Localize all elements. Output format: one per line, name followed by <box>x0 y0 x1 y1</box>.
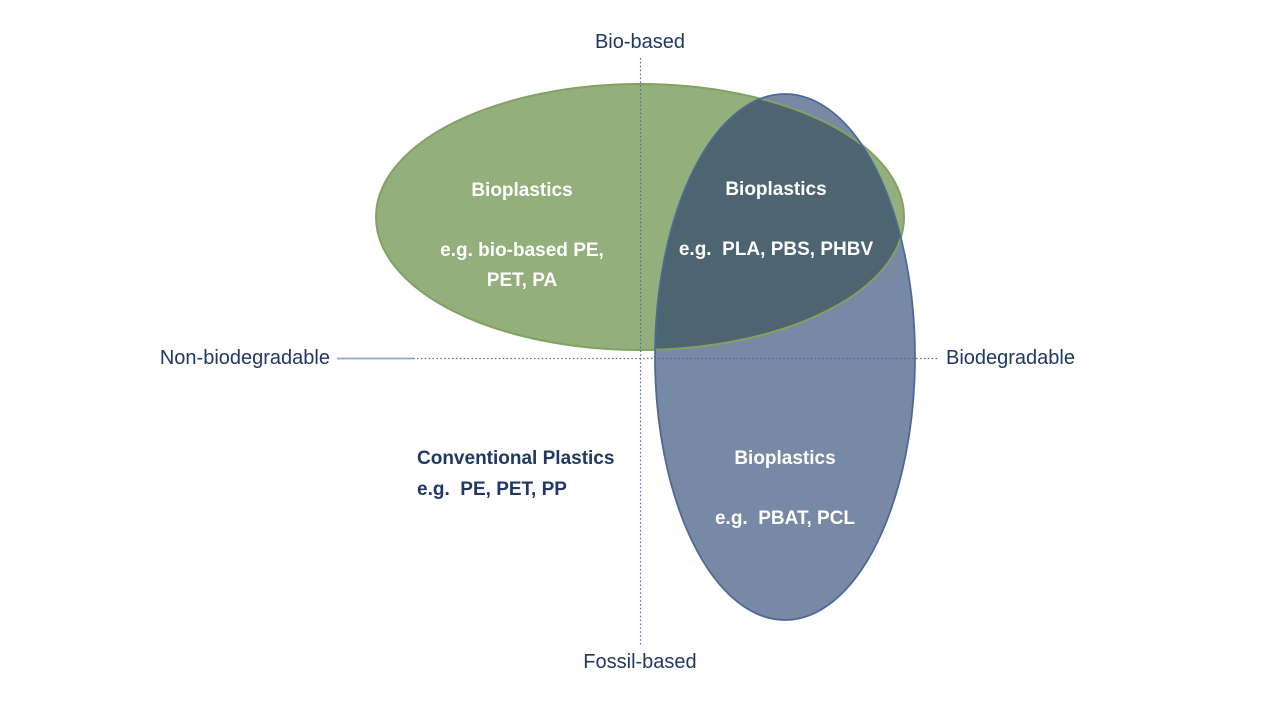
region-conventional-title: Conventional Plastics <box>417 448 615 469</box>
axis-label-biobased: Bio-based <box>594 31 686 53</box>
region-blue-title: Bioplastics <box>734 448 836 469</box>
axis-label-nonbiodegradable: Non-biodegradable <box>159 347 330 369</box>
green-ellipse-outline <box>375 83 905 351</box>
region-overlap-title: Bioplastics <box>725 179 827 200</box>
axis-label-biodegradable: Biodegradable <box>946 347 1075 369</box>
blue-ellipse-outline <box>654 93 916 621</box>
overlap-region <box>655 94 904 350</box>
region-green-title: Bioplastics <box>471 180 573 201</box>
overlap-fill <box>655 94 904 350</box>
region-overlap-textblock: Bioplastics e.g. PLA, PBS, PHBV <box>626 175 926 265</box>
region-blue-textblock: Bioplastics e.g. PBAT, PCL <box>635 444 935 534</box>
axis-label-fossilbased: Fossil-based <box>583 651 697 673</box>
region-conventional-examples: e.g. PE, PET, PP <box>417 479 567 500</box>
region-blue-examples: e.g. PBAT, PCL <box>714 508 856 529</box>
region-green-examples-line2: PET, PA <box>486 270 558 291</box>
region-conventional-textblock: Conventional Plastics e.g. PE, PET, PP <box>417 443 697 505</box>
region-green-examples-line1: e.g. bio-based PE, <box>440 240 604 261</box>
region-green-textblock: Bioplastics e.g. bio-based PE, PET, PA <box>372 176 672 296</box>
region-overlap-examples: e.g. PLA, PBS, PHBV <box>678 239 874 260</box>
